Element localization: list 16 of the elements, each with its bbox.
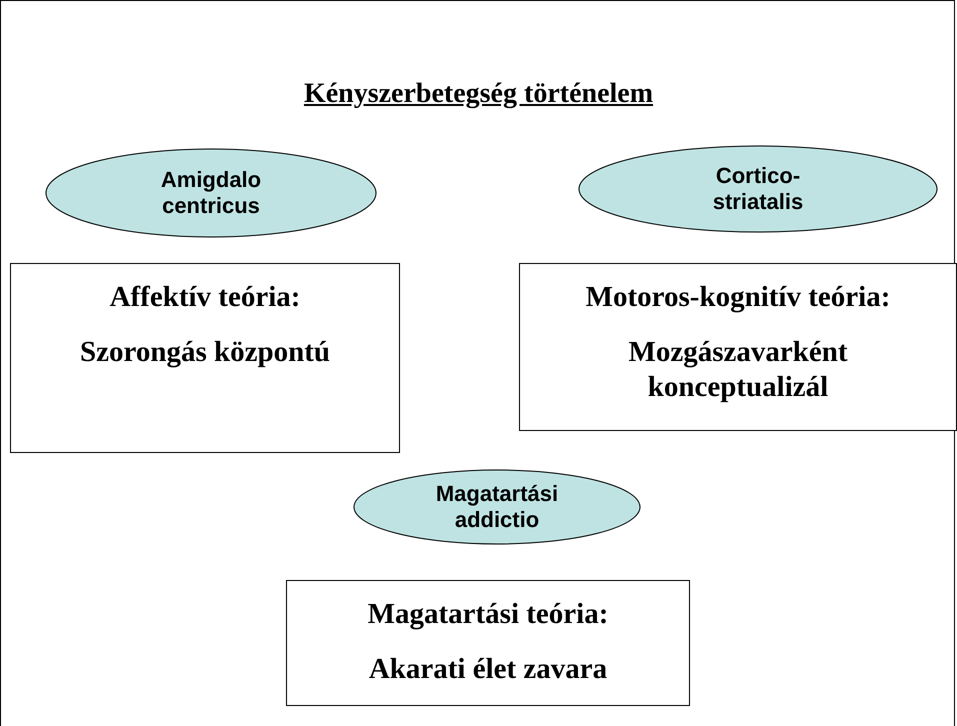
theory-box — [286, 580, 690, 706]
title: Kényszerbetegség történelem — [302, 78, 654, 110]
ellipse-label: Magatartási addictio — [434, 480, 560, 534]
ellipse-node — [353, 469, 641, 545]
box-heading: Affektív teória: — [110, 280, 300, 315]
ellipse-node — [578, 145, 938, 233]
ellipse-label: Cortico-striatalis — [712, 162, 804, 216]
ellipse-label: Amigdalo centricus — [160, 166, 262, 220]
box-text: Szorongás központú — [80, 334, 330, 370]
box-heading: Motoros-kognitív teória: — [586, 280, 890, 315]
box-heading: Magatartási teória: — [368, 597, 608, 632]
box-text: Mozgászavarként konceptualizál — [627, 334, 849, 404]
theory-box — [10, 263, 400, 453]
box-text: Akarati élet zavara — [368, 652, 608, 687]
theory-box — [519, 263, 957, 431]
ellipse-node — [45, 148, 377, 238]
